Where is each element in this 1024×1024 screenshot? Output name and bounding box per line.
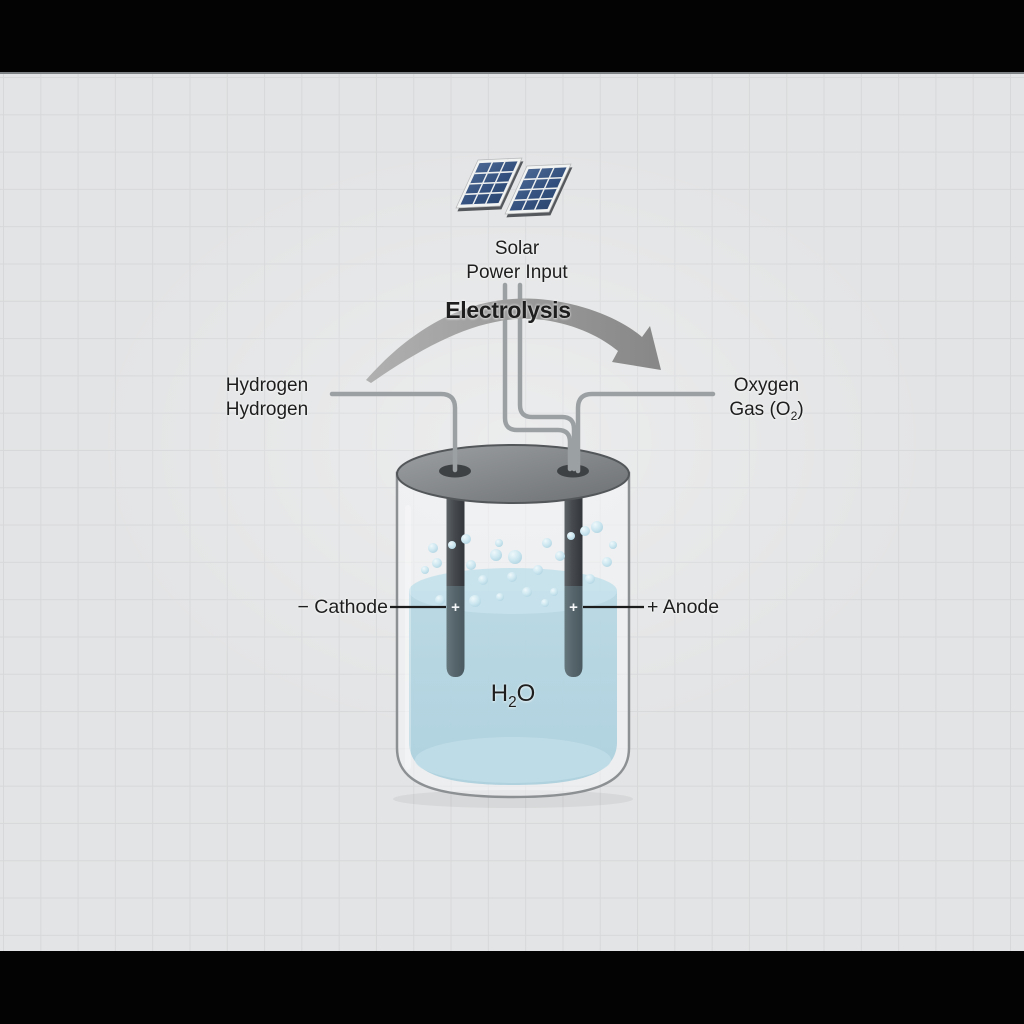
beaker-outline [395,471,631,799]
anode-label: + Anode [647,596,720,618]
solar-panel-icon-right [504,163,573,218]
oxygen-pipe [575,391,716,474]
power-wire-right [517,282,577,472]
anode-electrode [564,492,583,677]
oxygen-label: Oxygen Gas (O2) [694,374,839,421]
hydrogen-label: Hydrogen Hydrogen [202,374,332,421]
cathode-electrode [446,492,465,677]
glass-highlight [405,505,411,770]
beaker-lid [396,444,630,504]
beaker-shadow [393,790,633,808]
solar-power-line2: Power Input [466,261,568,283]
gas-bubbles [421,521,617,607]
electrolysis-label: Electrolysis [445,297,571,323]
solar-panel-icon-left [455,157,524,212]
hydrogen-pipe [329,391,458,473]
hydrogen-line1: Hydrogen [225,375,309,396]
oxygen-line2: Gas (O2) [729,398,804,423]
cathode-plus-sign: + [451,599,460,616]
oxygen-line1: Oxygen [733,375,800,396]
electrolysis-arrow [366,298,661,383]
power-wire-left [502,282,573,472]
hydrogen-line2: Hydrogen [225,398,309,420]
solar-power-label: Solar Power Input [427,237,607,284]
water-formula-label: H2O [490,680,536,711]
anode-plus-sign: + [569,599,578,616]
bottom-letterbox-bar [0,951,1024,1024]
cathode-label: − Cathode [297,596,388,618]
solar-power-line1: Solar [494,238,540,259]
top-letterbox-bar [0,0,1024,72]
